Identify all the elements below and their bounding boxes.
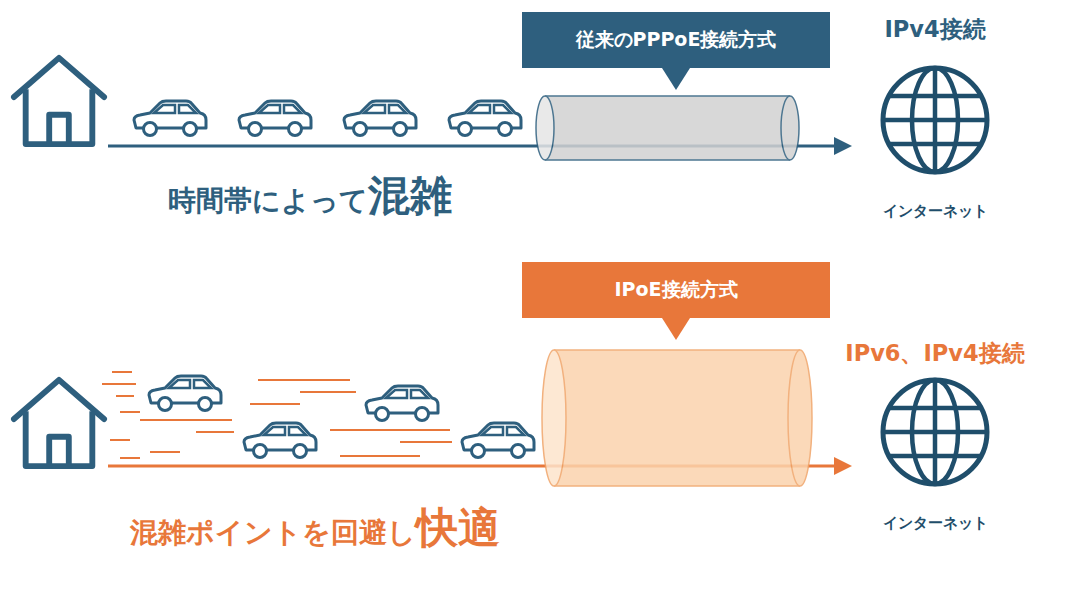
tube [542, 350, 812, 486]
caption-text: 混雑ポイントを回避し [130, 514, 416, 552]
arrow-head [834, 137, 852, 155]
arrow-head [834, 457, 852, 475]
internet-globe: IPv6、IPv4接続インターネット [805, 338, 1065, 550]
globe-icon [877, 62, 993, 178]
globe-caption: インターネット [805, 514, 1065, 533]
car-icon [134, 101, 206, 136]
car-icon [449, 101, 521, 136]
car-icon [344, 101, 416, 136]
globe-caption: インターネット [805, 202, 1065, 221]
car-icon [462, 423, 534, 458]
callout-pointer [662, 68, 690, 92]
house-icon [14, 58, 104, 144]
connection-heading: IPv4接続 [805, 14, 1065, 45]
connection-heading: IPv6、IPv4接続 [805, 338, 1065, 369]
caption-line: 時間帯によって混雑 [168, 168, 452, 224]
caption-line: 混雑ポイントを回避し快適 [130, 500, 500, 556]
internet-globe: IPv4接続インターネット [805, 14, 1065, 226]
callout-text: IPoE接続方式 [614, 277, 737, 303]
emphasis-text: 混雑 [368, 168, 452, 224]
emphasis-text: 快適 [416, 500, 500, 556]
car-icon [149, 376, 221, 411]
car-icon [244, 423, 316, 458]
car-icon [366, 386, 438, 421]
car-icon [239, 101, 311, 136]
callout-box: 従来のPPPoE接続方式 [522, 12, 830, 68]
speed-lines [102, 372, 452, 458]
house-icon [14, 380, 104, 466]
callout-pointer [662, 318, 690, 342]
tube [536, 96, 799, 160]
caption-text: 時間帯によって [168, 182, 368, 220]
callout-box: IPoE接続方式 [522, 262, 830, 318]
callout-text: 従来のPPPoE接続方式 [576, 27, 777, 53]
globe-icon [877, 374, 993, 490]
